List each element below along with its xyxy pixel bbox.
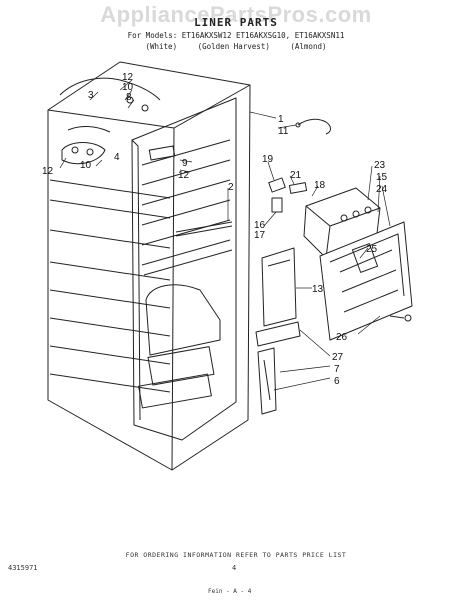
print-code: Fein - A - 4 (208, 588, 252, 595)
callout-8: 8 (126, 92, 132, 103)
color-almond: (Almond) (290, 42, 327, 51)
watermark: AppliancePartsPros.com (100, 2, 372, 27)
callout-17: 17 (254, 230, 266, 241)
callout-9: 9 (182, 158, 188, 169)
panel-cover (261, 247, 297, 327)
callout-10a: 10 (122, 82, 134, 93)
bracket (257, 347, 277, 415)
callout-21: 21 (290, 170, 302, 181)
ordering-note: FOR ORDERING INFORMATION REFER TO PARTS … (125, 551, 347, 559)
callout-13: 13 (312, 284, 324, 295)
callout-10b: 10 (80, 160, 92, 171)
callout-24: 24 (376, 184, 388, 195)
callout-2: 2 (228, 182, 234, 193)
callout-11: 11 (278, 126, 289, 137)
callout-26: 26 (336, 332, 348, 343)
back-panel (319, 221, 413, 341)
callout-12c: 12 (178, 170, 190, 181)
model-list: For Models: ET16AKXSW12 ET16AKXSG10, ET1… (127, 31, 345, 40)
color-white: (White) (145, 42, 178, 51)
callout-1: 1 (278, 114, 284, 125)
color-options: (White) (Golden Harvest) (Almond) (0, 42, 472, 51)
part-cord (295, 118, 331, 135)
callout-labels: 12 10 8 3 10 12 4 9 12 2 1 11 19 21 18 1… (42, 72, 388, 387)
callout-18: 18 (314, 180, 326, 191)
callout-4: 4 (114, 152, 120, 163)
callout-7: 7 (334, 364, 340, 375)
callout-6: 6 (334, 376, 340, 387)
small-plate (255, 321, 301, 347)
callout-27: 27 (332, 352, 344, 363)
callout-23: 23 (374, 160, 386, 171)
callout-12b: 12 (42, 166, 54, 177)
callout-25: 25 (366, 244, 378, 255)
leader-lines (59, 79, 391, 391)
liner-cabinet (47, 61, 251, 471)
color-golden-harvest: (Golden Harvest) (197, 42, 270, 51)
page-number: 4 (232, 564, 237, 572)
callout-19: 19 (262, 154, 274, 165)
callout-16: 16 (254, 220, 266, 231)
callout-12a: 12 (122, 72, 134, 83)
page-title: LINER PARTS (194, 16, 278, 29)
document-number: 4315971 (8, 564, 38, 572)
callout-15: 15 (376, 172, 388, 183)
callout-3: 3 (88, 90, 94, 101)
